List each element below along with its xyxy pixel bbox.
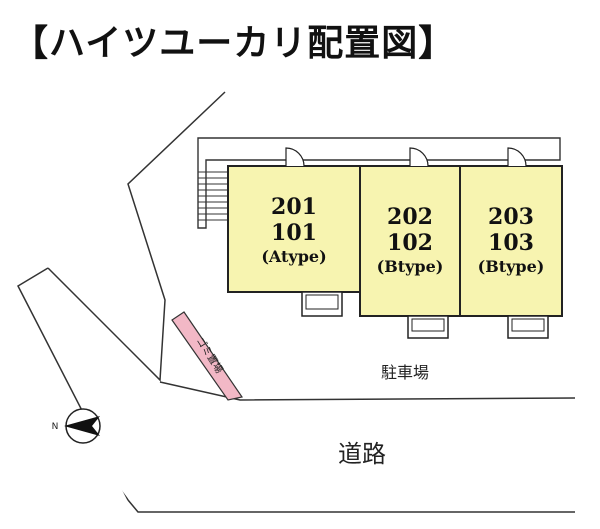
garbage-area [171, 311, 243, 401]
unit-b-balcony-inner [411, 318, 445, 332]
stairs [198, 171, 228, 221]
corridor-outline [197, 137, 561, 229]
road-label: 道路 [338, 440, 386, 468]
unit-b-door [409, 147, 429, 167]
unit-b-type: (Btype) [377, 257, 444, 276]
unit-a-balcony-inner [305, 294, 339, 310]
unit-a-door [285, 147, 305, 167]
road-edge-bottom [127, 499, 575, 513]
unit-c-type: (Btype) [478, 257, 545, 276]
unit-a-type: (Atype) [261, 247, 326, 266]
unit-c-door [507, 147, 527, 167]
north-arrow-icon [64, 408, 101, 444]
unit-a-upper: 201 [271, 194, 317, 220]
diagram-title: 【ハイツユーカリ配置図】 [12, 23, 456, 64]
unit-a-box [227, 165, 361, 293]
unit-c-box [459, 165, 563, 317]
unit-a-lower: 101 [271, 220, 317, 246]
road-edge [159, 381, 576, 401]
road-area [70, 395, 575, 512]
unit-c-upper: 203 [488, 204, 534, 230]
unit-c-balcony-inner [511, 318, 545, 332]
north-label: N [52, 422, 59, 432]
unit-b-upper: 202 [387, 204, 433, 230]
site-outline [47, 91, 226, 382]
parking-label: 駐車場 [381, 363, 429, 382]
unit-b-lower: 102 [387, 230, 433, 256]
unit-b-box [359, 165, 461, 317]
unit-c-lower: 103 [488, 230, 534, 256]
